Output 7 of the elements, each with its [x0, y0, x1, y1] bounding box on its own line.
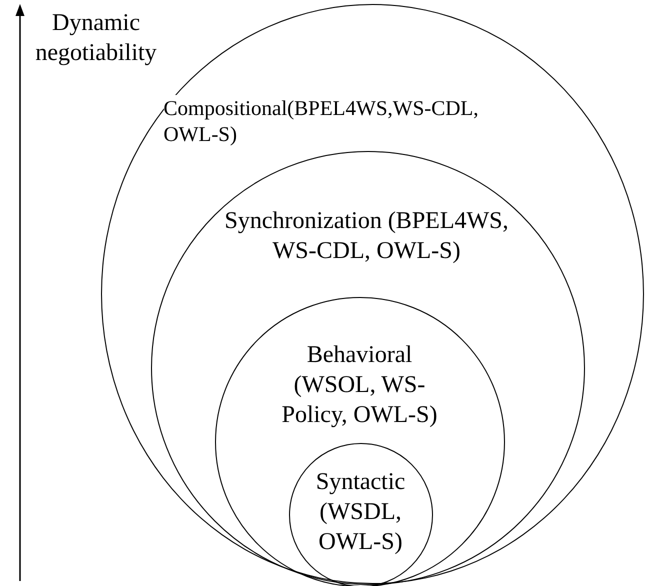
axis-label: Dynamic negotiability: [34, 9, 158, 68]
circle-label: Synchronization (BPEL4WS, WS-CDL, OWL-S): [224, 206, 510, 266]
circle-label: Behavioral (WSOL, WS-Policy, OWL-S): [280, 340, 438, 430]
circle-label: Syntactic (WSDL, OWL-S): [314, 468, 406, 556]
nested-circle: [151, 151, 585, 585]
nested-circle: [215, 297, 505, 586]
nested-circle: [289, 443, 433, 586]
